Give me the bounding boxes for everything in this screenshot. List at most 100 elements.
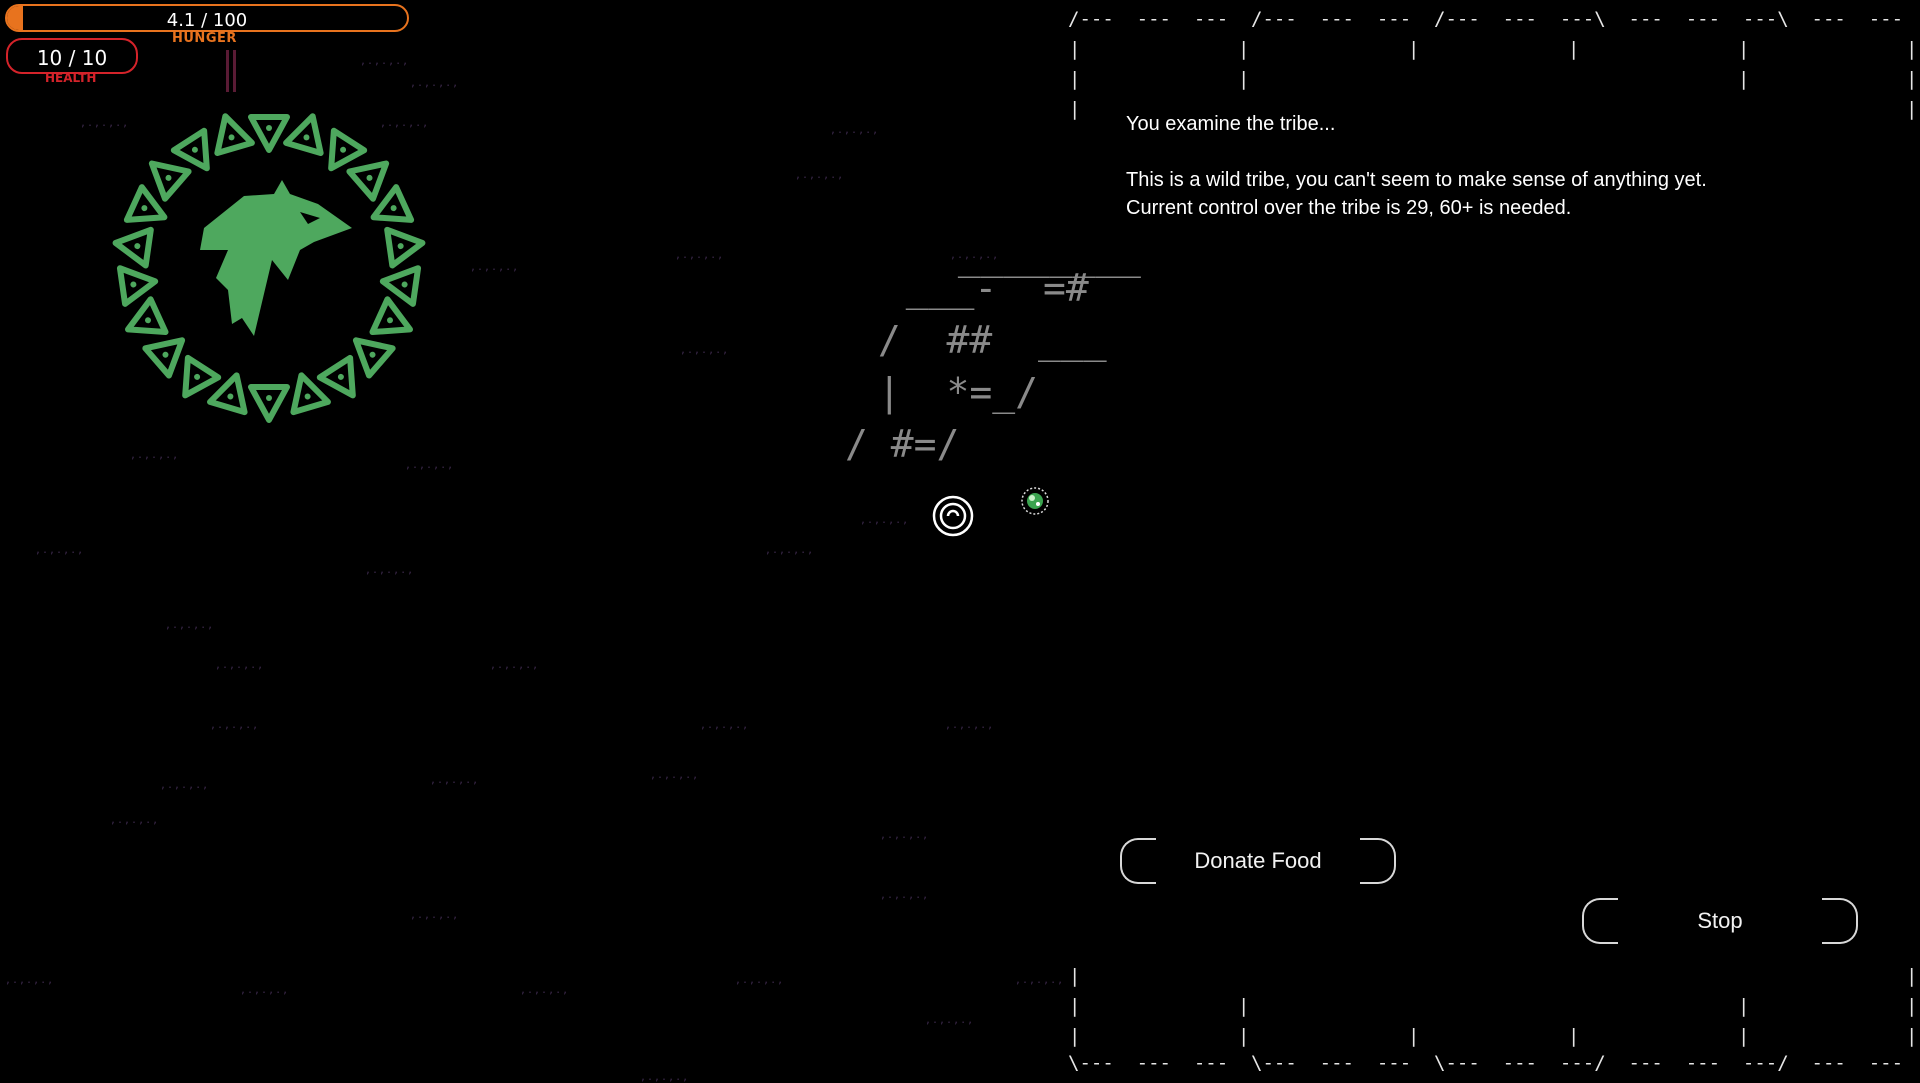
wolf-eye (300, 212, 320, 224)
emblem-triangle (369, 296, 413, 336)
grass-tuft: ,.,.,., (110, 815, 160, 826)
panel-frame-bar: | (1568, 1025, 1580, 1047)
panel-frame-bar: | (1069, 68, 1081, 90)
emblem-triangle (316, 354, 356, 399)
donate-food-label: Donate Food (1194, 848, 1322, 873)
player-spiral-icon (932, 495, 974, 537)
emblem-triangle (182, 354, 222, 399)
donate-food-button[interactable]: Donate Food (1120, 838, 1396, 884)
grass-tuft: ,.,.,., (700, 720, 750, 731)
grass-tuft: ,.,.,., (210, 720, 260, 731)
panel-frame-bar: | (1906, 1025, 1918, 1047)
panel-frame-bar: | (1069, 1025, 1081, 1047)
grass-tuft: ,.,.,., (945, 720, 995, 731)
grass-tuft: ,.,.,., (160, 780, 210, 791)
grass-tuft: ,.,.,., (640, 1072, 690, 1083)
panel-frame-bar: | (1906, 38, 1918, 60)
tribe-ascii-line: / ## ___ (855, 318, 1107, 362)
grass-tuft: ,.,.,., (880, 890, 930, 901)
emblem-triangle (248, 114, 290, 153)
grass-tuft: ,.,.,., (860, 515, 910, 526)
hunger-label: HUNGER (172, 31, 237, 46)
hunger-bar-fill (7, 6, 24, 30)
grass-tuft: ,.,.,., (490, 660, 540, 671)
dialog-line-description: This is a wild tribe, you can't seem to … (1126, 169, 1707, 191)
grass-tuft: ,.,.,., (950, 250, 1000, 261)
grass-tuft: ,.,.,., (675, 250, 725, 261)
emblem-triangle (379, 265, 422, 307)
grass-tuft: ,.,.,., (795, 170, 845, 181)
emblem-triangle (112, 226, 154, 269)
panel-frame-bar: | (1906, 98, 1918, 120)
panel-frame-bar: | (1738, 1025, 1750, 1047)
emblem-triangle (283, 113, 324, 157)
grass-tuft: ,.,.,., (365, 565, 415, 576)
dialog-line-control: Current control over the tribe is 29, 60… (1126, 197, 1572, 219)
tribe-ascii-line: | *=_/ (855, 370, 1039, 414)
panel-frame-bar: | (1906, 995, 1918, 1017)
grass-tuft: ,.,.,., (680, 345, 730, 356)
grass-tuft: ,.,.,., (1015, 975, 1065, 986)
dialog-message: You examine the tribe... This is a wild … (1126, 110, 1866, 222)
grass-tuft: ,.,.,., (880, 830, 930, 841)
grass-tuft: ,.,.,., (80, 118, 130, 129)
panel-frame-top: /--- --- --- /--- --- --- /--- --- ---\ … (1068, 8, 1920, 30)
grass-tuft: ,.,.,., (240, 985, 290, 996)
dialog-line-title: You examine the tribe... (1126, 113, 1336, 135)
emblem-triangle (207, 372, 248, 416)
grass-tuft: ,.,.,., (520, 985, 570, 996)
button-bracket-right (1822, 898, 1858, 944)
button-bracket-left (1120, 838, 1156, 884)
grass-tuft: ,.,.,., (830, 125, 880, 136)
emblem-ring (112, 113, 426, 423)
panel-frame-bar: | (1238, 1025, 1250, 1047)
panel-frame-bar: | (1906, 965, 1918, 987)
grass-tuft: ,.,.,., (735, 975, 785, 986)
grass-tuft: ,.,.,., (360, 56, 410, 67)
emblem-triangle (352, 337, 396, 379)
tribe-creature-icon[interactable] (1018, 484, 1052, 518)
grass-tuft: ,.,.,., (410, 910, 460, 921)
panel-frame-bar: | (1568, 38, 1580, 60)
panel-frame-bar: | (1069, 38, 1081, 60)
grass-tuft: ,.,.,., (410, 78, 460, 89)
grass-tuft: ,.,.,., (130, 450, 180, 461)
grass-tuft: ,.,.,., (925, 1015, 975, 1026)
wolf-head-icon (200, 180, 352, 336)
emblem-triangle (142, 337, 186, 379)
button-bracket-right (1360, 838, 1396, 884)
grass-tuft: ,.,.,., (650, 770, 700, 781)
wolf-emblem-icon (112, 113, 426, 423)
panel-frame-bar: | (1238, 68, 1250, 90)
panel-frame-bottom: \--- --- --- \--- --- --- \--- --- ---/ … (1068, 1052, 1920, 1074)
grass-tuft: ,.,.,., (165, 620, 215, 631)
grass-tuft: ,.,.,., (430, 775, 480, 786)
emblem-triangle (328, 127, 368, 172)
grass-tuft: ,.,.,., (405, 460, 455, 471)
emblem-triangle (370, 184, 415, 223)
tribe-ascii-line: ___- =# (860, 266, 1089, 310)
grass-tuft: ,.,.,., (470, 262, 520, 273)
emblem-triangle (125, 296, 169, 336)
health-label: HEALTH (45, 71, 97, 85)
tribe-ascii-line: ________ (935, 234, 1141, 278)
panel-frame-bar: | (1408, 38, 1420, 60)
panel-frame-bar: | (1238, 995, 1250, 1017)
panel-frame-bar: | (1069, 98, 1081, 120)
panel-frame-bar: | (1238, 38, 1250, 60)
grass-tuft: ,.,.,., (5, 975, 55, 986)
stop-button[interactable]: Stop (1582, 898, 1858, 944)
emblem-stem (226, 50, 236, 92)
emblem-triangle (214, 113, 255, 157)
button-bracket-left (1582, 898, 1618, 944)
tribe-ascii-line: / #=/ (845, 422, 960, 466)
health-bar: 10 / 10 (6, 38, 138, 74)
emblem-triangle (116, 265, 159, 307)
panel-frame-bar: | (1408, 1025, 1420, 1047)
hunger-bar: 4.1 / 100 (5, 4, 409, 32)
health-value: 10 / 10 (36, 46, 108, 70)
panel-frame-bar: | (1738, 38, 1750, 60)
panel-frame-bar: | (1738, 995, 1750, 1017)
panel-frame-bar: | (1069, 995, 1081, 1017)
emblem-triangle (346, 160, 390, 202)
